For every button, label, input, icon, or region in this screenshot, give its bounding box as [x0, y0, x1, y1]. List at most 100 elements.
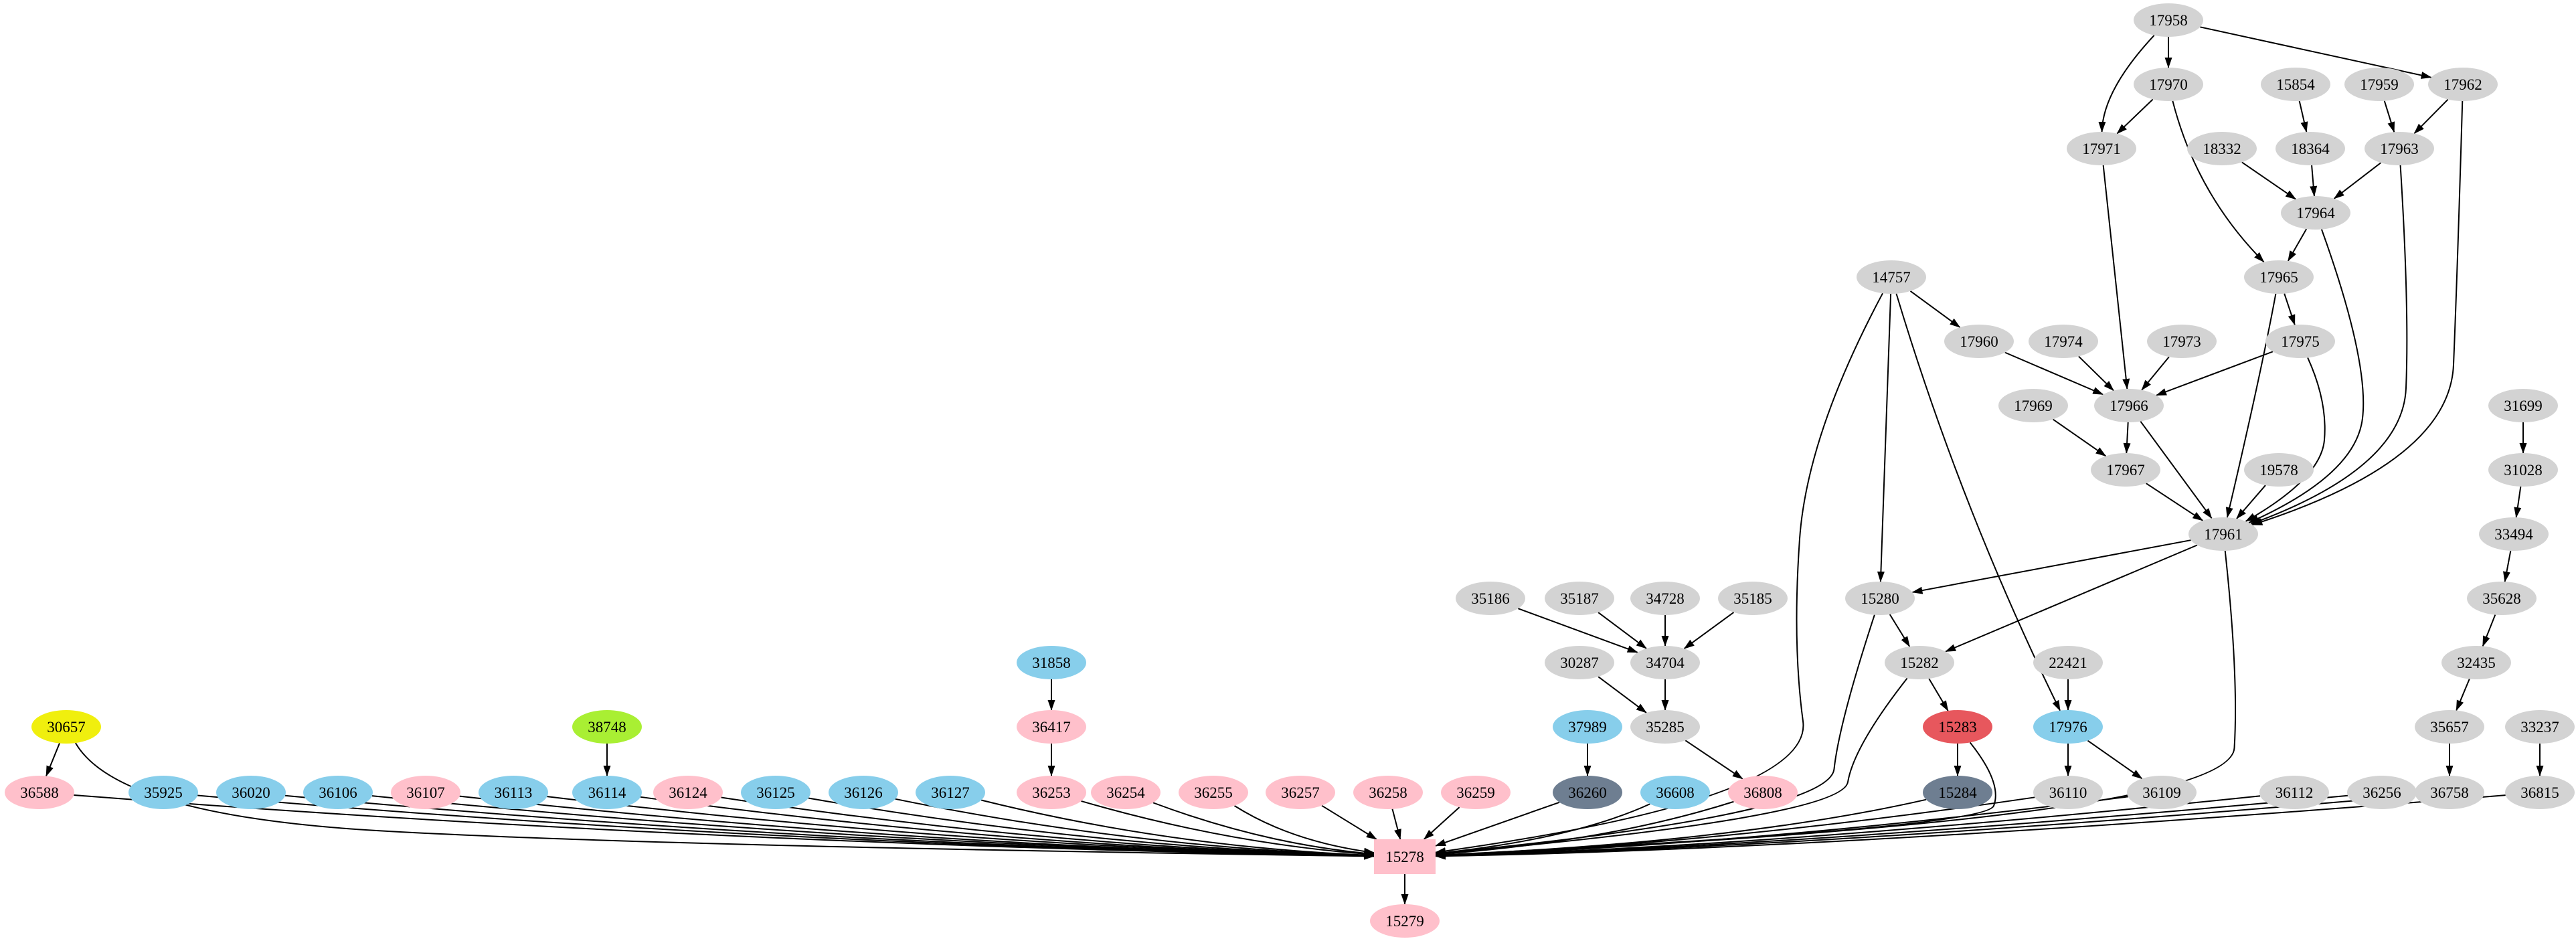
edge-15283-15278	[1435, 742, 1996, 859]
node-ellipse-34704	[1630, 646, 1700, 679]
node-ellipse-36107	[391, 776, 460, 809]
node-ellipse-35285	[1630, 710, 1700, 744]
node-ellipse-17963	[2365, 132, 2434, 165]
node-label-36608: 36608	[1656, 784, 1695, 801]
node-label-36127: 36127	[931, 784, 970, 801]
node-label-35657: 35657	[2430, 719, 2469, 736]
edge-17966-17961	[2140, 420, 2213, 519]
edge-17971-17966	[2102, 165, 2130, 390]
node-label-36109: 36109	[2142, 784, 2181, 801]
node-17969: 17969	[1998, 389, 2068, 422]
node-label-36588: 36588	[20, 784, 59, 801]
edge-36112-15278	[1435, 795, 2261, 859]
node-label-22421: 22421	[2049, 655, 2087, 671]
node-ellipse-31699	[2488, 389, 2558, 422]
node-38748: 38748	[572, 710, 642, 744]
edge-18364-17964	[2310, 165, 2318, 197]
node-31699: 31699	[2488, 389, 2558, 422]
node-ellipse-35185	[1718, 582, 1788, 615]
node-22421: 22421	[2033, 646, 2103, 679]
node-17963: 17963	[2365, 132, 2434, 165]
node-ellipse-36106	[303, 776, 373, 809]
node-ellipse-32435	[2441, 646, 2511, 679]
node-label-36020: 36020	[232, 784, 270, 801]
node-36114: 36114	[572, 776, 642, 809]
node-ellipse-35925	[128, 776, 198, 809]
edge-36259-15278	[1423, 806, 1460, 840]
edge-17976-36109	[2087, 740, 2143, 780]
node-36106: 36106	[303, 776, 373, 809]
node-label-15279: 15279	[1385, 913, 1424, 930]
node-label-17971: 17971	[2082, 141, 2121, 157]
node-36110: 36110	[2033, 776, 2103, 809]
node-15279: 15279	[1370, 904, 1440, 938]
node-label-36106: 36106	[319, 784, 357, 801]
node-ellipse-36125	[741, 776, 810, 809]
node-label-15283: 15283	[1938, 719, 1977, 736]
node-ellipse-38748	[572, 710, 642, 744]
node-34728: 34728	[1630, 582, 1700, 615]
node-ellipse-15282	[1885, 646, 1954, 679]
node-17961: 17961	[2188, 517, 2258, 551]
node-30287: 30287	[1545, 646, 1614, 679]
node-ellipse-35657	[2415, 710, 2484, 744]
edge-17963-17961	[2250, 165, 2408, 525]
node-ellipse-36114	[572, 776, 642, 809]
node-35185: 35185	[1718, 582, 1788, 615]
node-ellipse-36126	[829, 776, 898, 809]
edge-17969-17967	[2052, 418, 2107, 457]
node-label-35186: 35186	[1471, 590, 1510, 607]
node-36253: 36253	[1017, 776, 1086, 809]
node-label-36255: 36255	[1194, 784, 1233, 801]
node-label-17975: 17975	[2281, 333, 2320, 350]
node-17958: 17958	[2134, 3, 2203, 37]
node-33237: 33237	[2505, 710, 2575, 744]
edge-17964-17961	[2248, 229, 2365, 523]
node-36020: 36020	[216, 776, 286, 809]
edge-36126-15278	[895, 798, 1375, 859]
edge-30287-35285	[1598, 676, 1647, 713]
node-30657: 30657	[31, 710, 101, 744]
node-label-36258: 36258	[1369, 784, 1407, 801]
edge-19578-17961	[2236, 485, 2266, 519]
node-ellipse-15284	[1923, 776, 1992, 809]
edge-14757-15280	[1877, 293, 1892, 583]
node-ellipse-14757	[1857, 260, 1926, 294]
node-label-33494: 33494	[2494, 526, 2533, 543]
node-label-30657: 30657	[47, 719, 86, 736]
edge-36808-15278	[1435, 800, 1734, 858]
node-36126: 36126	[829, 776, 898, 809]
node-label-17960: 17960	[1960, 333, 1998, 350]
edge-17970-17965	[2172, 100, 2265, 263]
node-19578: 19578	[2244, 453, 2314, 487]
node-ellipse-17967	[2091, 453, 2160, 487]
node-label-18332: 18332	[2203, 141, 2241, 157]
node-label-31858: 31858	[1032, 655, 1071, 671]
edge-17965-17961	[2225, 293, 2277, 519]
node-ellipse-17958	[2134, 3, 2203, 37]
node-ellipse-15279	[1370, 904, 1440, 938]
node-35657: 35657	[2415, 710, 2484, 744]
node-15278: 15278	[1374, 839, 1436, 874]
node-ellipse-18364	[2276, 132, 2345, 165]
node-label-17961: 17961	[2204, 526, 2243, 543]
node-36124: 36124	[653, 776, 723, 809]
edge-18332-17964	[2241, 161, 2296, 200]
node-label-17964: 17964	[2296, 205, 2335, 222]
node-36127: 36127	[916, 776, 985, 809]
edge-15280-15278	[1435, 614, 1875, 857]
node-label-36110: 36110	[2049, 784, 2087, 801]
node-label-35285: 35285	[1646, 719, 1685, 736]
node-label-36113: 36113	[495, 784, 533, 801]
node-ellipse-36110	[2033, 776, 2103, 809]
edge-35628-32435	[2482, 614, 2496, 647]
node-label-36254: 36254	[1106, 784, 1145, 801]
node-ellipse-31028	[2488, 453, 2558, 487]
node-36758: 36758	[2415, 776, 2484, 809]
edge-17974-17966	[2078, 355, 2114, 392]
node-label-36126: 36126	[844, 784, 883, 801]
node-label-36114: 36114	[588, 784, 626, 801]
node-label-36257: 36257	[1281, 784, 1320, 801]
node-ellipse-18332	[2187, 132, 2257, 165]
edge-36255-15278	[1233, 805, 1375, 855]
